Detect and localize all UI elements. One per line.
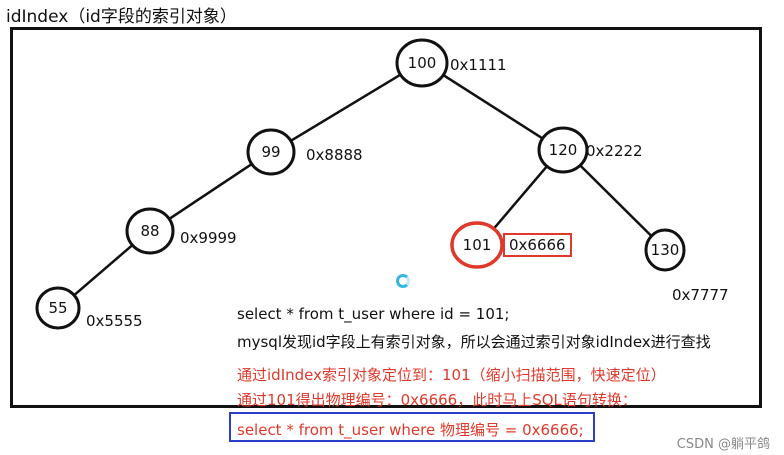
node-address-130: 0x7777 <box>672 286 729 304</box>
node-address-120: 0x2222 <box>586 142 643 160</box>
tree-node-label-100: 100 <box>408 54 437 72</box>
sql-query-line: select * from t_user where id = 101; <box>237 305 510 323</box>
edge-n100-n99 <box>290 73 402 142</box>
tree-node-101 <box>450 221 504 269</box>
tree-node-100 <box>395 38 449 88</box>
loading-icon <box>396 274 410 288</box>
explanation-line-index: mysql发现id字段上有索引对象，所以会通过索引对象idIndex进行查找 <box>237 333 711 351</box>
node-address-101: 0x6666 <box>503 233 572 257</box>
tree-node-label-55: 55 <box>48 299 67 317</box>
converted-sql-box: select * from t_user where 物理编号 = 0x6666… <box>229 412 595 442</box>
tree-edges <box>73 73 653 297</box>
tree-node-130 <box>644 228 686 272</box>
explanation-line-convert: 通过101得出物理编号：0x6666，此时马上SQL语句转换： <box>237 391 637 409</box>
tree-node-label-99: 99 <box>261 143 280 161</box>
edge-n100-n120 <box>442 74 544 140</box>
tree-node-label-101: 101 <box>463 236 492 254</box>
tree-node-label-130: 130 <box>651 241 680 259</box>
tree-node-label-120: 120 <box>549 141 578 159</box>
edge-n99-n88 <box>168 162 253 221</box>
explanation-line-locate: 通过idIndex索引对象定位到：101（缩小扫描范围，快速定位） <box>237 366 666 384</box>
watermark: CSDN @躺平鸽 <box>676 437 770 452</box>
tree-node-label-88: 88 <box>140 222 159 240</box>
tree-node-99 <box>246 128 296 176</box>
tree-node-55 <box>35 286 81 330</box>
edge-n88-n55 <box>73 244 134 297</box>
diagram-title: idIndex（id字段的索引对象） <box>6 7 237 27</box>
node-address-88: 0x9999 <box>180 229 237 247</box>
node-address-55: 0x5555 <box>86 312 143 330</box>
diagram-frame <box>10 27 762 408</box>
tree-node-120 <box>537 126 589 174</box>
edge-n120-n101 <box>492 165 548 230</box>
edge-n120-n130 <box>579 164 653 237</box>
tree-node-88 <box>125 207 175 255</box>
node-address-100: 0x1111 <box>450 56 507 74</box>
node-address-99: 0x8888 <box>306 146 363 164</box>
tree-nodes: 100 99 120 88 101 130 55 <box>35 38 686 330</box>
